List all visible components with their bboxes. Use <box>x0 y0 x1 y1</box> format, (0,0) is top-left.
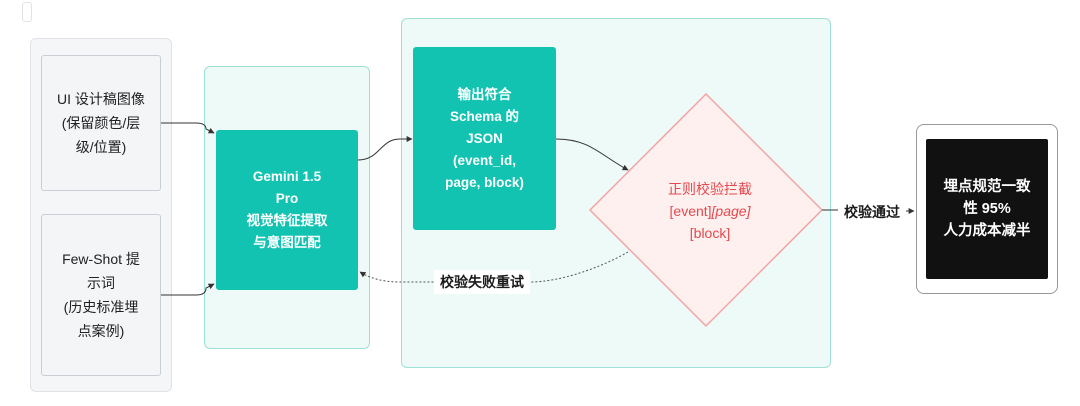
result-node[interactable]: 埋点规范一致 性 95% 人力成本减半 <box>926 139 1048 279</box>
validator-title: 正则校验拦截 <box>668 181 752 197</box>
validator-diamond[interactable] <box>588 92 824 328</box>
edge-fewshot-to-gemini <box>161 283 215 296</box>
validator-block: [block] <box>689 225 731 241</box>
retry-label: 校验失败重试 <box>434 270 530 294</box>
validator-fields: [event][page] <box>600 200 820 222</box>
corner-tab <box>22 2 32 22</box>
validator-label: 正则校验拦截 [event][page] [block] <box>600 178 820 244</box>
validator-page: [page] <box>711 203 751 219</box>
pass-label: 校验通过 <box>838 200 906 224</box>
ui-design-image-node[interactable]: UI 设计稿图像 (保留颜色/层 级/位置) <box>41 55 161 191</box>
edge-ui-to-gemini <box>161 122 215 134</box>
validator-event: [event] <box>669 203 712 219</box>
edge-retry <box>359 251 629 283</box>
edge-gemini-to-json <box>357 136 413 161</box>
json-output-node[interactable]: 输出符合 Schema 的 JSON (event_id, page, bloc… <box>413 47 556 230</box>
edge-json-to-validator <box>555 138 629 171</box>
few-shot-prompt-node[interactable]: Few-Shot 提 示词 (历史标准埋 点案例) <box>41 214 161 376</box>
gemini-model-node[interactable]: Gemini 1.5 Pro 视觉特征提取 与意图匹配 <box>216 130 358 290</box>
